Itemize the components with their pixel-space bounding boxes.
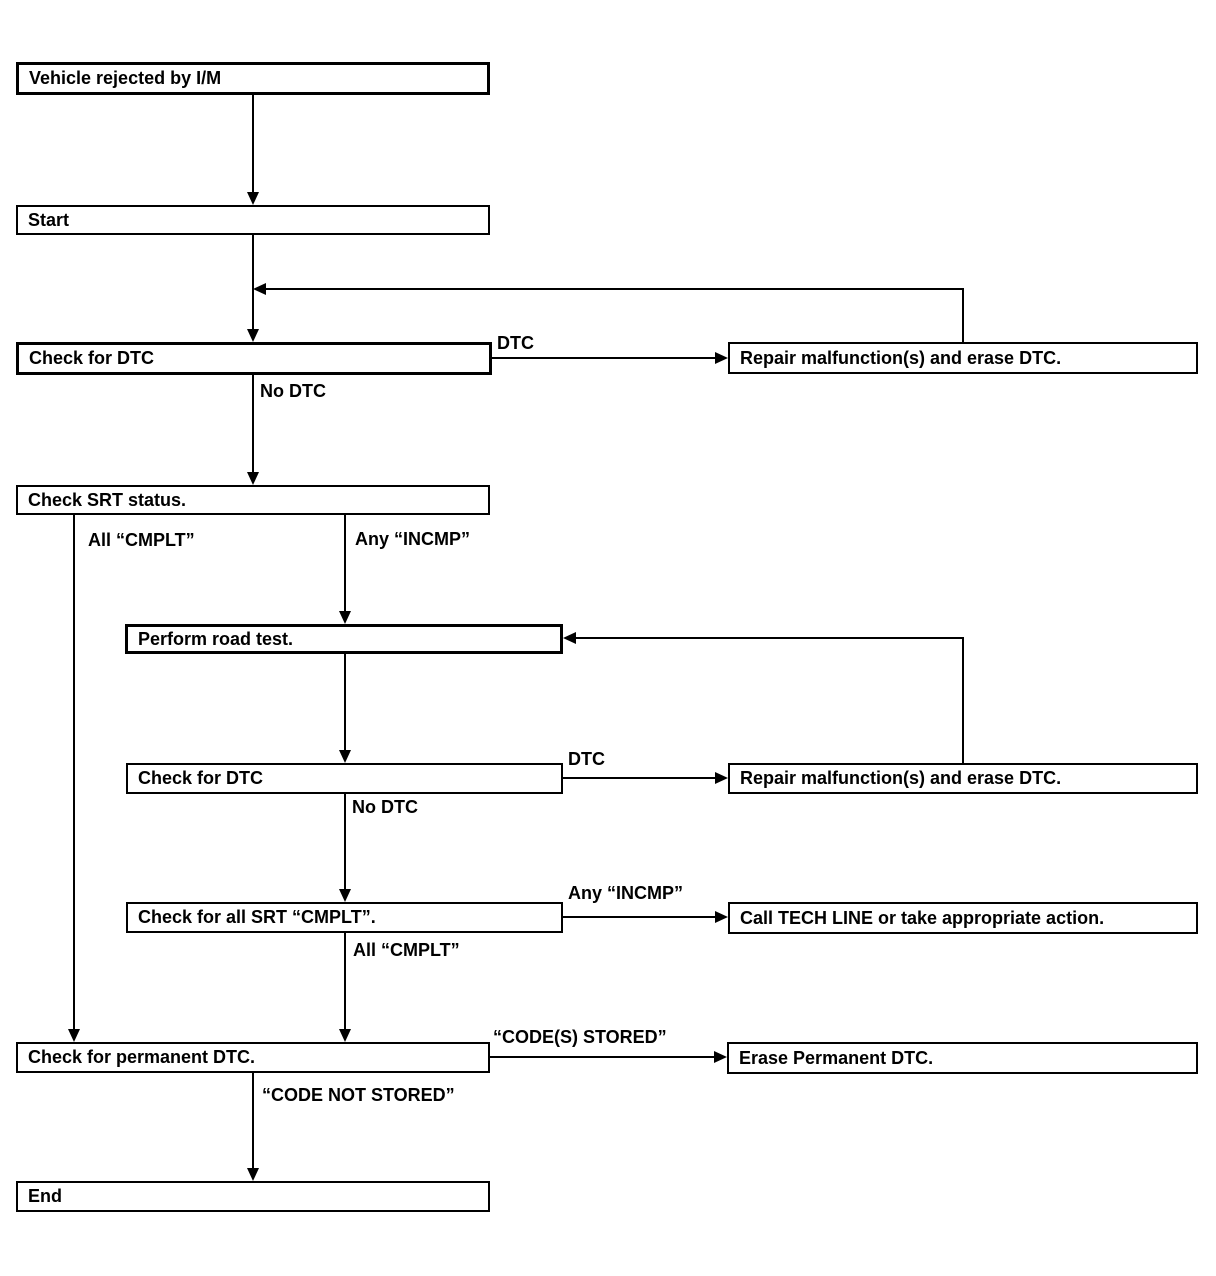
edge-label-no-dtc-1: No DTC — [260, 381, 326, 401]
arrowhead-right-icon — [715, 772, 728, 784]
node-label: Call TECH LINE or take appropriate actio… — [740, 907, 1105, 928]
node-repair-erase-1: Repair malfunction(s) and erase DTC. — [728, 342, 1198, 374]
edge-label-no-dtc-2: No DTC — [352, 797, 418, 817]
node-label: Erase Permanent DTC. — [739, 1047, 934, 1068]
arrowhead-down-icon — [339, 1029, 351, 1042]
edge-repair-1-loop-horizontal — [266, 288, 964, 290]
edge-label-all-cmplt-1: All “CMPLT” — [88, 530, 195, 550]
node-check-dtc-2: Check for DTC — [126, 763, 563, 794]
arrowhead-right-icon — [715, 911, 728, 923]
edge-label-codes-stored: “CODE(S) STORED” — [493, 1027, 667, 1047]
edge-repair-2-loop-vertical — [962, 637, 964, 763]
node-label: Vehicle rejected by I/M — [29, 68, 222, 88]
edge-check-dtc-1-to-repair-1 — [492, 357, 715, 359]
node-perform-road-test: Perform road test. — [125, 624, 563, 654]
arrowhead-down-icon — [339, 611, 351, 624]
node-label: Repair malfunction(s) and erase DTC. — [740, 347, 1062, 368]
edge-check-dtc-2-to-repair-2 — [563, 777, 715, 779]
edge-label-any-incmp-2: Any “INCMP” — [568, 883, 684, 903]
node-label: Check for permanent DTC. — [28, 1047, 256, 1067]
edge-permanent-dtc-to-erase — [490, 1056, 714, 1058]
edge-label-all-cmplt-2: All “CMPLT” — [353, 940, 460, 960]
arrowhead-left-icon — [563, 632, 576, 644]
node-check-all-srt: Check for all SRT “CMPLT”. — [126, 902, 563, 933]
node-end: End — [16, 1181, 490, 1212]
node-check-srt-status: Check SRT status. — [16, 485, 490, 515]
node-label: Check for DTC — [138, 768, 264, 788]
node-label: Check for DTC — [29, 348, 155, 368]
node-label: Start — [28, 209, 70, 230]
edge-permanent-dtc-to-end — [252, 1073, 254, 1168]
arrowhead-left-icon — [253, 283, 266, 295]
edge-label-dtc-1: DTC — [497, 333, 534, 353]
arrowhead-down-icon — [247, 329, 259, 342]
edge-all-srt-to-tech-line — [563, 916, 715, 918]
node-label: Check SRT status. — [28, 489, 187, 510]
edge-vehicle-to-start — [252, 95, 254, 193]
edge-check-dtc-2-to-all-srt — [344, 794, 346, 889]
arrowhead-down-icon — [68, 1029, 80, 1042]
node-check-dtc-1: Check for DTC — [16, 342, 492, 375]
edge-repair-2-loop-horizontal — [576, 637, 964, 639]
arrowhead-down-icon — [247, 472, 259, 485]
edge-label-code-not-stored: “CODE NOT STORED” — [262, 1085, 455, 1105]
edge-srt-to-road-test — [344, 515, 346, 611]
edge-road-test-to-check-dtc-2 — [344, 654, 346, 750]
edge-label-any-incmp-1: Any “INCMP” — [355, 529, 471, 549]
node-repair-erase-2: Repair malfunction(s) and erase DTC. — [728, 763, 1198, 794]
edge-srt-to-permanent-dtc — [73, 515, 75, 1029]
edge-all-srt-to-permanent-dtc — [344, 933, 346, 1029]
edge-check-dtc-1-to-srt — [252, 375, 254, 472]
edge-label-dtc-2: DTC — [568, 749, 605, 769]
node-label: Repair malfunction(s) and erase DTC. — [740, 768, 1062, 788]
node-start: Start — [16, 205, 490, 235]
node-erase-permanent: Erase Permanent DTC. — [727, 1042, 1198, 1074]
arrowhead-right-icon — [715, 352, 728, 364]
node-call-tech-line: Call TECH LINE or take appropriate actio… — [728, 902, 1198, 934]
edge-start-to-check-dtc-1 — [252, 235, 254, 329]
arrowhead-right-icon — [714, 1051, 727, 1063]
node-label: End — [28, 1186, 62, 1206]
node-vehicle-rejected: Vehicle rejected by I/M — [16, 62, 490, 95]
arrowhead-down-icon — [339, 889, 351, 902]
arrowhead-down-icon — [247, 1168, 259, 1181]
node-check-permanent-dtc: Check for permanent DTC. — [16, 1042, 490, 1073]
arrowhead-down-icon — [247, 192, 259, 205]
node-label: Check for all SRT “CMPLT”. — [138, 907, 376, 927]
node-label: Perform road test. — [138, 628, 294, 649]
arrowhead-down-icon — [339, 750, 351, 763]
edge-repair-1-loop-vertical — [962, 288, 964, 342]
